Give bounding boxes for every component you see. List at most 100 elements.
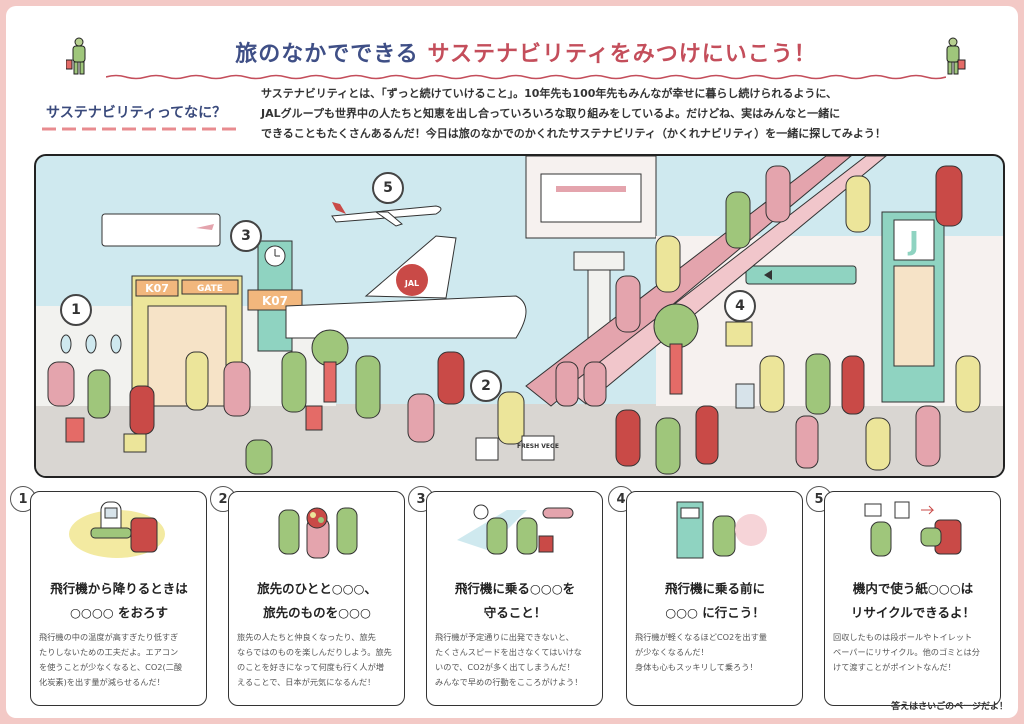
traveler-figure-icon [66,37,86,75]
quiz-panel-2: 旅先のひとと○○○、 旅先のものを○○○ 旅先の人たちと仲良くなったり、旅先 な… [228,491,405,706]
desc-line: みんなで早めの行動をこころがけよう！ [435,677,583,687]
restroom-sign-icon [725,321,753,347]
person-figure [437,351,465,405]
panel-question-line2: 旅先のものを○○○ [263,605,371,620]
intro-line: サステナビリティとは、「ずっと続けていけること」。10年先も100年先もみんなが… [261,87,838,100]
title-part-2: サステナビリティをみつけにいこう！ [427,42,817,67]
page-title: 旅のなかでできる サステナビリティをみつけにいこう！ [116,36,936,68]
person-figure [223,361,251,417]
scene-marker-2: 2 [470,370,502,402]
gate-letter: J [907,227,919,257]
gate-label-text: GATE [197,284,223,294]
desc-line: を使うことが少なくなると、CO2(二酸 [39,662,183,672]
suitcase-icon [123,433,147,453]
bag-label: FRESH VEGE [517,443,559,450]
tower-sign [247,289,303,311]
panel-illustration-paper-recycling [864,501,962,557]
paper-cup-icon [864,503,882,517]
desc-line: 飛行機が予定通りに出発できないと、 [435,632,574,642]
heading-dashes [42,127,242,131]
panel-question-line1: 機内で使う紙○○○は [852,581,974,596]
info-board [101,213,221,247]
person-figure [655,417,681,475]
desc-line: 回収したものは段ボールやトイレット [833,632,973,642]
plane-icon [196,224,214,230]
person-figure [245,439,273,475]
window [60,334,72,354]
person-figure [615,409,641,467]
control-tower [573,251,625,271]
person-figure [955,355,981,413]
direction-sign [745,265,857,285]
suitcase-icon [65,417,85,443]
panel-description: 回収したものは段ボールやトイレット ペーパーにリサイクル。他のゴミとは分 けて渡… [833,630,993,675]
window [85,334,97,354]
intro-text: サステナビリティとは、「ずっと続けていけること」。10年先も100年先もみんなが… [261,84,1001,144]
desc-line: いので、CO2が多く出てしまうんだ！ [435,662,575,672]
person-figure [355,355,381,419]
suitcase-icon [735,383,755,409]
person-figure [805,353,831,415]
jal-logo-text: JAL [404,279,419,288]
panel-question-line2: 守ること！ [483,605,547,620]
person-figure [615,275,641,333]
restroom-sign-icon [680,507,700,519]
person-figure [765,165,791,223]
clock-icon [473,504,489,520]
quiz-panel-1: 飛行機から降りるときは ○○○○ をおろす 飛行機の中の温度が高すぎたり低すぎ … [30,491,207,706]
intro-line: できることもたくさんあるんだ！今日は旅のなかでのかくれたサステナビリティ（かくれ… [261,127,886,140]
panel-illustration-on-time [457,504,574,555]
scene-marker-5: 5 [372,172,404,204]
gate-code-sign [135,279,179,297]
title-underline-wave [106,74,946,80]
person-figure [795,415,819,469]
person-figure [935,165,963,227]
desc-line: けて渡すことがポイントなんだ！ [833,662,956,672]
scene-marker-4: 4 [724,290,756,322]
person-figure [555,361,579,407]
person-figure [695,405,719,465]
panel-description: 飛行機の中の温度が高すぎたり低すぎ たりしないための工夫だよ。エアコン を使うこ… [39,630,199,690]
panel-illustration-local-food [278,507,358,559]
panel-illustration-window-shade [69,501,165,558]
panel-question-line2: ○○○ に行こう！ [665,605,765,620]
person-figure [129,385,155,435]
person-figure [497,391,525,445]
window [110,334,122,354]
shopping-bag-icon [475,437,499,461]
desc-line: 化炭素)を出す量が減らせるんだ！ [39,677,165,687]
person-figure [281,351,307,413]
person-figure [915,405,941,467]
airport-illustration: K07 GATE K07 JAL [36,156,1003,476]
tower-sign-text: K07 [262,294,288,308]
intro-line: JALグループも世界中の人たちと知恵を出し合っていろいろな取り組みをしているよ。… [261,107,841,120]
desc-line: が少なくなるんだ！ [635,647,709,657]
arrow-left-icon [764,270,772,280]
gate-code-text: K07 [145,282,169,295]
person-figure [185,351,209,411]
panel-illustration-restroom [676,501,767,559]
panel-description: 飛行機が軽くなるほどCO2を出す量 が少なくなるんだ！ 身体も心もスッキリして乗… [635,630,795,675]
plant-icon [311,329,349,367]
desc-line: えることで、日本が元気になるんだ！ [237,677,376,687]
scene-marker-3: 3 [230,220,262,252]
quiz-panel-4: 飛行機に乗る前に ○○○ に行こう！ 飛行機が軽くなるほどCO2を出す量 が少な… [626,491,803,706]
desc-line: ペーパーにリサイクル。他のゴミとは分 [833,647,980,657]
desc-line: たくさんスピードを出さなくてはいけな [435,647,582,657]
desc-line: たりしないための工夫だよ。エアコン [39,647,179,657]
panel-question-line1: 旅先のひとと○○○、 [257,581,377,596]
gate-label-sign [181,279,239,295]
title-part-1: 旅のなかでできる [235,42,419,67]
poster: 旅のなかでできる サステナビリティをみつけにいこう！ サステナビリティってなに？… [6,6,1018,718]
panel-description: 飛行機が予定通りに出発できないと、 たくさんスピードを出さなくてはいけな いので… [435,630,595,690]
person-figure [865,417,891,471]
answer-note: 答えはさいごのページだよ！ [891,702,1008,712]
plant-icon [653,303,699,349]
person-figure [407,393,435,443]
desc-line: 飛行機が軽くなるほどCO2を出す量 [635,632,767,642]
panel-question-line2: リサイクルできるよ！ [850,605,976,620]
desc-line: 旅先の人たちと仲良くなったり、旅先 [237,632,376,642]
person-figure [841,355,865,415]
panel-description: 旅先の人たちと仲良くなったり、旅先 ならではのものを楽しんだりしよう。旅先 のこ… [237,630,397,690]
desc-line: のことを好きになって何度も行く人が増 [237,662,384,672]
